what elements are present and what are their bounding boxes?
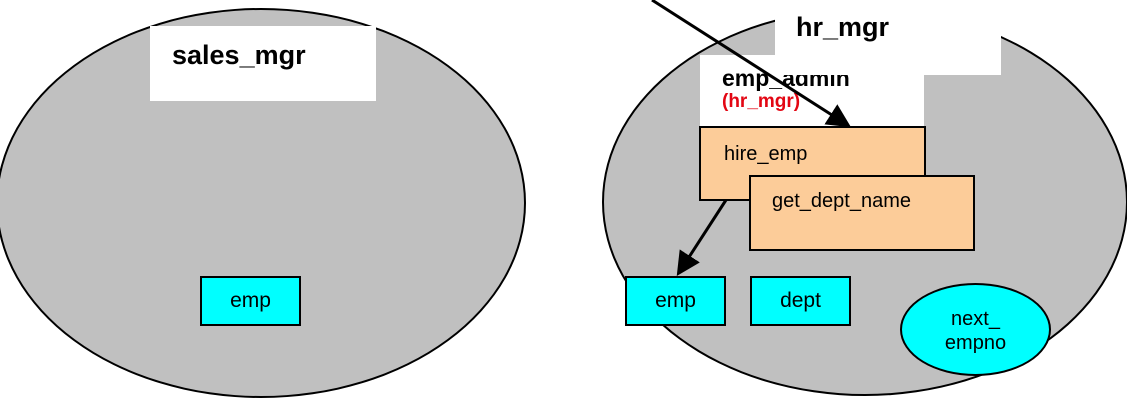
sales-mgr-label: sales_mgr [150, 26, 376, 101]
sequence-label-line2: empno [944, 332, 1007, 354]
next-empno-sequence: next_ empno [900, 283, 1051, 376]
hr-mgr-label: hr_mgr [775, 0, 1001, 75]
sequence-label-line1: next_ [951, 308, 1000, 330]
emp-admin-owner: (hr_mgr) [722, 91, 801, 112]
hr-emp-table: emp [625, 276, 726, 326]
get-dept-name-procedure: get_dept_name [749, 175, 975, 251]
hr-dept-table: dept [750, 276, 851, 326]
sales-emp-table: emp [200, 276, 301, 326]
